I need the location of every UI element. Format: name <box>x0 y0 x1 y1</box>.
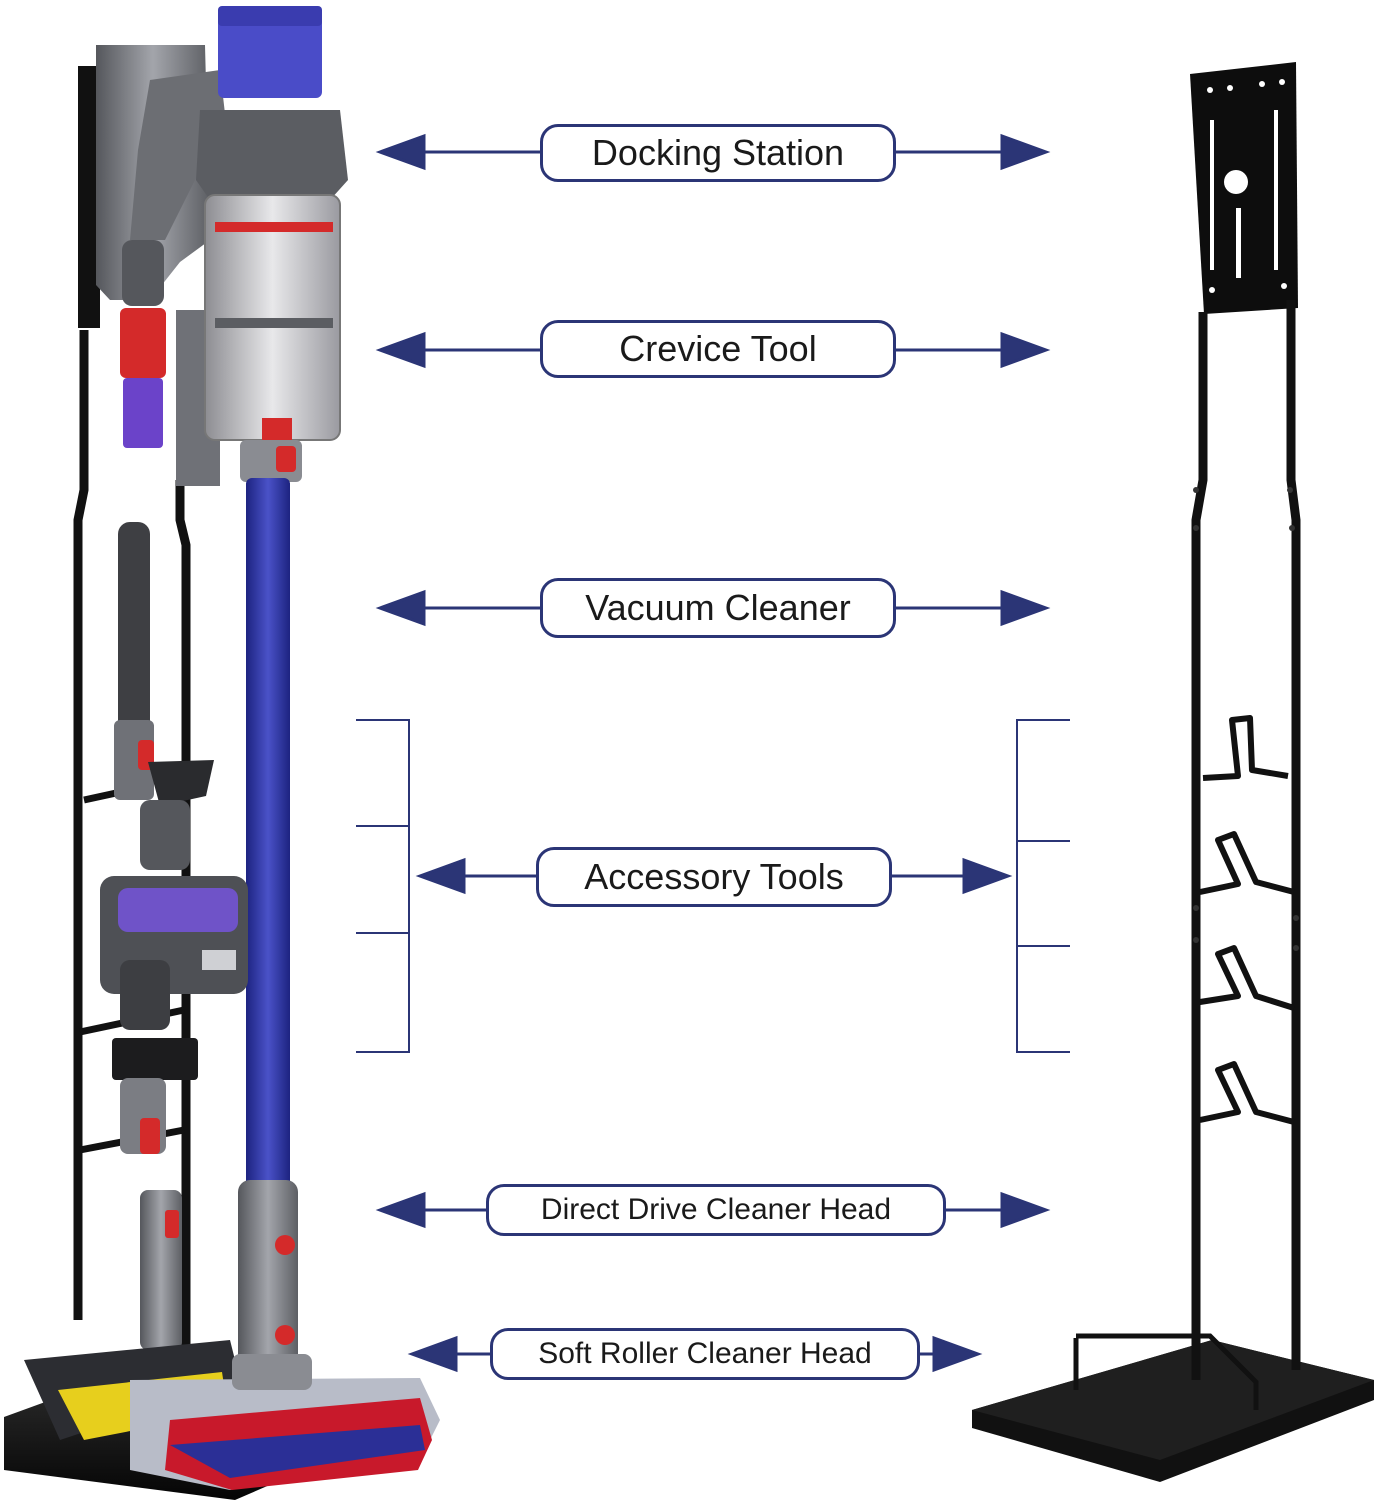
stand-with-vacuum-illustration <box>4 6 440 1500</box>
label-docking-station: Docking Station <box>540 124 896 182</box>
cyclone-shroud <box>196 110 348 200</box>
double-arrow-icon <box>415 857 466 895</box>
double-arrow-icon <box>375 133 426 171</box>
crevice-brush-red <box>120 308 166 378</box>
double-arrow-icon <box>407 1335 458 1373</box>
cleaner-heads <box>24 1340 440 1490</box>
motor-cap <box>218 6 322 98</box>
crevice-tool-item <box>118 522 150 762</box>
bracket-icon <box>356 719 1070 1053</box>
label-soft-roller-cleaner-head: Soft Roller Cleaner Head <box>490 1328 920 1380</box>
double-arrow-icon <box>375 331 426 369</box>
wand-neck <box>238 1180 298 1370</box>
double-arrow-icon <box>375 589 426 627</box>
label-crevice-tool: Crevice Tool <box>540 320 896 378</box>
double-arrow-icon <box>375 1191 426 1229</box>
callout-arrows <box>375 133 1051 1373</box>
stand-back-plate <box>78 66 100 328</box>
empty-stand-rails <box>1191 300 1301 1380</box>
accessory-hooks <box>1199 715 1295 1125</box>
label-vacuum-cleaner: Vacuum Cleaner <box>540 578 896 638</box>
vacuum-wand <box>246 478 290 1188</box>
crevice-brush-bristles <box>123 378 163 448</box>
empty-stand-illustration <box>972 62 1374 1482</box>
label-accessory-tools: Accessory Tools <box>536 847 892 907</box>
label-direct-drive-cleaner-head: Direct Drive Cleaner Head <box>486 1184 946 1236</box>
